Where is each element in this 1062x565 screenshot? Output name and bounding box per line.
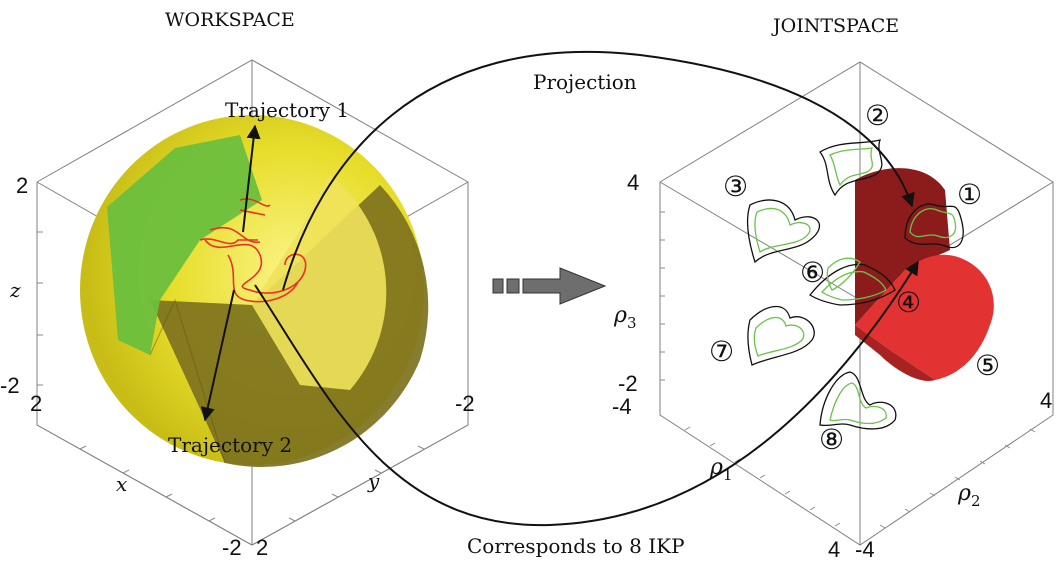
sphere-inner-wedge	[252, 175, 387, 390]
x-tick-left: 2	[30, 391, 42, 416]
tick-top: 4	[627, 170, 639, 195]
solution-marker-7: ⑦	[709, 336, 734, 367]
tick-right: 4	[1040, 388, 1052, 413]
mapping-arrows	[254, 50, 919, 527]
right-labels: JOINTSPACE ρ3 ρ1 ρ2 4 -2 -4 4 4 -4	[612, 15, 1052, 562]
solution-marker-1: ①	[957, 179, 982, 210]
corresponds-arc	[254, 260, 919, 527]
solution-marker-6: ⑥	[800, 257, 825, 288]
bottom-tick-b: 2	[256, 535, 268, 560]
workspace-title: WORKSPACE	[165, 9, 295, 31]
projection-label: Projection	[533, 70, 637, 94]
trajectory-1-label: Trajectory 1	[225, 98, 349, 122]
tick-bottom-b: -4	[855, 537, 875, 562]
solution-markers: ① ② ③ ④ ⑤ ⑥ ⑦ ⑧	[709, 100, 1000, 455]
rho1-axis-label: ρ1	[709, 455, 732, 484]
jointspace-ticks	[660, 211, 1036, 529]
jointspace-title: JOINTSPACE	[771, 15, 899, 37]
workspace-plot	[36, 59, 469, 546]
block-arrow	[492, 267, 607, 305]
solution-marker-2: ②	[865, 100, 890, 131]
z-tick-bottom: -2	[0, 373, 20, 398]
ikp-curves	[746, 139, 964, 430]
z-tick-top: 2	[16, 173, 28, 198]
mapping-labels: Projection Corresponds to 8 IKP	[467, 70, 685, 558]
trajectory-2-label: Trajectory 2	[168, 433, 292, 457]
solution-marker-8: ⑧	[819, 424, 844, 455]
jointspace-solid	[855, 168, 994, 381]
tick-bottom-a: 4	[828, 537, 840, 562]
y-tick-right: -2	[455, 391, 475, 416]
solution-marker-4: ④	[896, 287, 921, 318]
solution-marker-3: ③	[723, 171, 748, 202]
workspace-trajectories	[199, 198, 307, 303]
workspace-sphere	[80, 115, 429, 467]
projection-arc	[282, 50, 915, 291]
rho2-axis-label: ρ2	[957, 481, 980, 510]
solution-marker-5: ⑤	[975, 350, 1000, 381]
sphere-green-region	[107, 135, 262, 355]
corresponds-label: Corresponds to 8 IKP	[467, 534, 685, 558]
y-axis-label: y	[367, 469, 380, 493]
rho3-axis-label: ρ3	[613, 303, 636, 332]
x-axis-label: x	[116, 472, 127, 496]
tick-mid: -2	[618, 371, 638, 396]
jointspace-plot	[659, 61, 1054, 546]
left-labels: WORKSPACE Trajectory 1 Trajectory 2 z x …	[0, 9, 475, 560]
bottom-tick-a: -2	[222, 535, 242, 560]
z-axis-label: z	[9, 278, 21, 302]
tick-left: -4	[612, 394, 632, 419]
workspace-ticks	[37, 231, 425, 522]
trajectory-arrows	[200, 124, 261, 422]
